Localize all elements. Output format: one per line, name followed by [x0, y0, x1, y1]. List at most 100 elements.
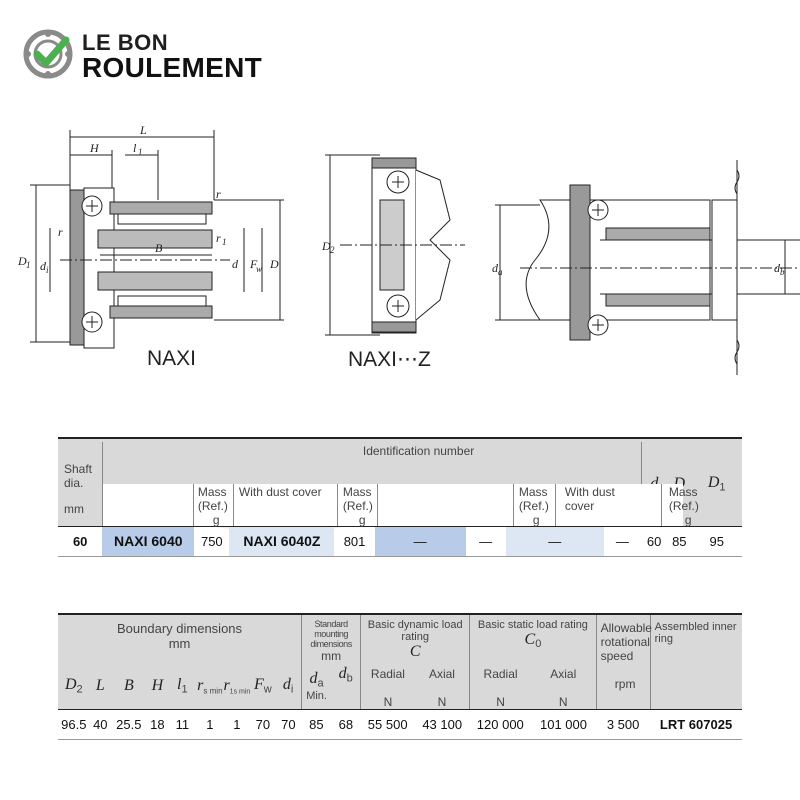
val-C0a: 101 000 — [539, 717, 587, 732]
dim-r-left: r — [58, 225, 63, 239]
col-stat-axial-unit: N — [558, 695, 568, 709]
mass-unit-1: g — [212, 513, 220, 527]
val-rs: 1 — [206, 717, 214, 732]
boundary-unit: mm — [168, 636, 191, 651]
empty-part-cover-2: — — [505, 526, 604, 556]
val-C0r: 120 000 — [476, 717, 524, 732]
stat-load-symbol: C — [524, 631, 536, 648]
val-B: 25.5 — [116, 717, 142, 732]
brand-logo: LE BON ROULEMENT — [22, 26, 302, 86]
std-mount-header: Standard mounting dimensions — [310, 619, 352, 649]
dim-L: L — [139, 123, 147, 137]
col-Fw: F — [253, 676, 264, 694]
val-L: 40 — [93, 717, 108, 732]
part-number: NAXI 6040 — [102, 526, 195, 556]
val-H: 18 — [150, 717, 165, 732]
mass-label-1: Mass (Ref.) — [197, 485, 228, 513]
speed-header: Allowable rotational speed — [600, 621, 652, 663]
col-rs: r — [197, 676, 204, 694]
bearing-check-icon — [23, 29, 73, 79]
caption-naxi-z: NAXI⋯Z — [348, 348, 431, 371]
col-D: D — [674, 475, 686, 492]
col-B: B — [123, 677, 134, 694]
value-d: 60 — [646, 533, 662, 549]
col-di: d — [282, 676, 291, 694]
dyn-load-header: Basic dynamic load rating — [367, 619, 463, 643]
dim-B: B — [155, 241, 163, 255]
empty-part-2: — — [374, 526, 466, 556]
val-db: 68 — [338, 717, 354, 732]
dim-r-top: r — [216, 187, 221, 201]
bearing-drawings: L H l 1 r r r 1 B D 1 d i d F w D D 2 d … — [0, 110, 800, 390]
mass-unit-2: g — [358, 513, 366, 527]
col-L: L — [95, 677, 105, 694]
val-Cr: 55 500 — [367, 717, 408, 732]
mass-label-2: Mass (Ref.) — [342, 485, 373, 513]
dim-db: d — [774, 261, 781, 275]
empty-mass-cover-2: — — [615, 533, 629, 549]
val-di: 70 — [281, 717, 296, 732]
dim-D: D — [269, 257, 279, 271]
dimensions-table: Boundary dimensions mm Standard mounting… — [58, 613, 742, 740]
col-dyn-radial-unit: N — [383, 695, 393, 709]
col-da: d — [309, 670, 318, 688]
boundary-header: Boundary dimensions — [117, 621, 243, 636]
dim-Fw: F — [249, 257, 258, 271]
col-H: H — [151, 677, 164, 694]
col-stat-radial-unit: N — [496, 695, 505, 709]
std-mount-unit: mm — [321, 649, 342, 663]
with-cover-2: With dust cover — [564, 485, 615, 513]
cross-section-svg: L H l 1 r r r 1 B D 1 d i d F w D D 2 d … — [17, 123, 800, 375]
inner-ring-header: Assembled inner ring — [654, 621, 737, 645]
val-r1s: 1 — [233, 717, 241, 732]
col-db: d — [338, 665, 347, 682]
part-number-cover: NAXI 6040Z — [229, 526, 335, 556]
col-dyn-axial-unit: N — [437, 695, 447, 709]
ident-header: Identification number — [362, 444, 475, 458]
shaft-dia-label: Shaft dia. — [64, 462, 93, 490]
col-D1: D — [707, 474, 720, 492]
part-mass: 750 — [200, 533, 223, 549]
col-l1: l — [177, 676, 182, 694]
val-Fw: 70 — [255, 717, 271, 732]
dim-r1-sub: 1 — [222, 237, 227, 247]
dim-db-sub: b — [780, 267, 785, 277]
val-l1: 11 — [175, 717, 190, 732]
dim-H: H — [89, 141, 100, 155]
dim-d: d — [232, 257, 239, 271]
col-da-min: Min. — [306, 689, 327, 702]
with-cover-1: With dust cover — [238, 485, 322, 499]
empty-mass-2: — — [479, 533, 493, 549]
val-Ca: 43 100 — [422, 717, 463, 732]
dim-Fw-sub: w — [256, 264, 262, 274]
identification-table: Shaft dia. mm Identification number Mass… — [58, 437, 742, 557]
brand-line1: LE BON — [82, 30, 169, 55]
val-inner-ring: LRT 607025 — [659, 717, 733, 732]
brand-line2: ROULEMENT — [82, 52, 263, 83]
dim-da-sub: a — [498, 267, 503, 277]
dim-di: d — [40, 259, 47, 273]
mass-unit-3: g — [532, 513, 540, 527]
part-mass-cover: 801 — [343, 533, 366, 549]
dim-r1: r — [216, 231, 221, 245]
mass-unit-4: g — [684, 513, 692, 527]
col-stat-radial: Radial — [483, 667, 518, 681]
val-speed: 3 500 — [606, 717, 640, 732]
dim-l1: l — [133, 141, 137, 155]
dim-D1-sub: 1 — [26, 260, 31, 270]
col-D2: D — [64, 676, 77, 694]
col-dyn-axial: Axial — [428, 667, 455, 681]
shaft-value: 60 — [72, 533, 88, 549]
value-D: 85 — [672, 533, 687, 549]
val-D2: 96.5 — [61, 717, 87, 732]
speed-unit: rpm — [614, 677, 636, 691]
col-r1s: r — [223, 676, 230, 694]
dim-D1: D — [17, 254, 27, 268]
mass-label-4: Mass (Ref.) — [668, 485, 699, 513]
dim-l1-sub: 1 — [138, 147, 143, 157]
col-dyn-radial: Radial — [370, 667, 405, 681]
caption-naxi: NAXI — [147, 347, 197, 370]
dyn-load-symbol: C — [409, 643, 421, 660]
dim-di-sub: i — [46, 265, 49, 275]
dim-D2-sub: 2 — [330, 245, 335, 255]
